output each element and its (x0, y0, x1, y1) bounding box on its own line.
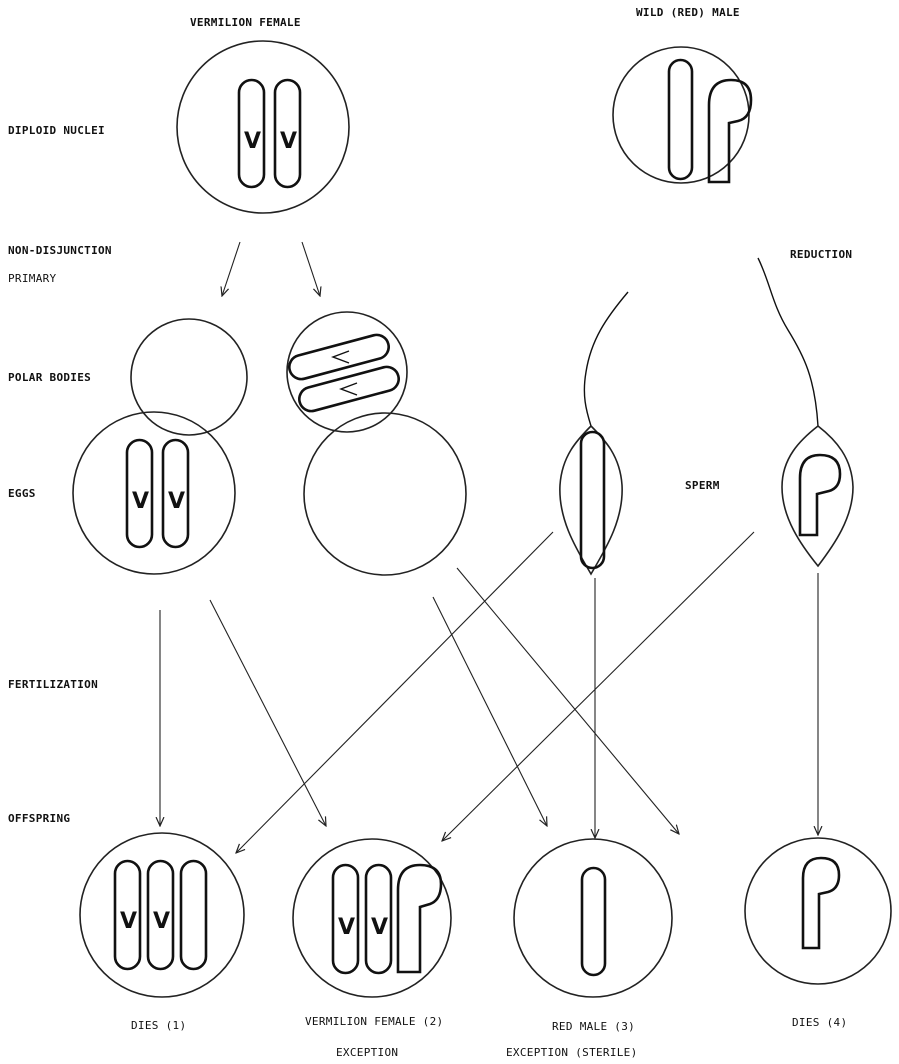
fertilization-arrow (442, 531, 755, 841)
v-allele-marker: V (371, 915, 388, 940)
offspring-2-cell: V V (292, 838, 452, 998)
egg-empty (303, 412, 467, 576)
egg-vv: V V (72, 411, 236, 575)
offspring-4-caption: DIES (4) (792, 1016, 847, 1029)
non-disjunction-arrow-left (222, 241, 241, 296)
sperm-y (757, 257, 854, 568)
y-chromosome (801, 856, 841, 950)
fertilization-arrow (236, 531, 554, 853)
v-allele-marker: V (244, 129, 261, 154)
fertilization-arrow (456, 567, 679, 834)
non-disjunction-arrow-right (301, 241, 320, 296)
fertilization-label: FERTILIZATION (8, 678, 98, 691)
fertilization-arrow (432, 596, 547, 826)
v-allele-marker: V (153, 909, 170, 934)
y-chromosome (707, 78, 753, 184)
v-allele-marker: V (120, 909, 137, 934)
wild-male-heading: WILD (RED) MALE (636, 6, 740, 19)
y-chromosome (798, 453, 842, 537)
sperm-label: SPERM (685, 479, 720, 492)
sperm-x (559, 291, 629, 576)
reduction-label: REDUCTION (790, 248, 852, 261)
y-chromosome (396, 863, 443, 974)
offspring-2-caption: VERMILION FEMALE (2) (305, 1015, 443, 1028)
offspring-3-cell (513, 838, 673, 998)
non-disjunction-label: NON-DISJUNCTION (8, 244, 112, 257)
v-allele-marker: V (132, 489, 149, 514)
male-diploid-cell (612, 46, 753, 184)
polar-body-vv (286, 311, 408, 433)
offspring-1-caption: DIES (1) (131, 1019, 186, 1032)
vermilion-female-heading: VERMILION FEMALE (190, 16, 301, 29)
offspring-label: OFFSPRING (8, 812, 70, 825)
offspring-3-subcaption: EXCEPTION (STERILE) (506, 1046, 638, 1059)
offspring-2-subcaption: EXCEPTION (336, 1046, 398, 1059)
primary-label: PRIMARY (8, 272, 57, 285)
offspring-1-cell: V V (79, 832, 245, 998)
offspring-4-cell (744, 837, 892, 985)
fertilization-arrow (209, 599, 326, 826)
v-allele-marker: V (338, 915, 355, 940)
polar-bodies-label: POLAR BODIES (8, 371, 91, 384)
eggs-label: EGGS (8, 487, 36, 500)
diploid-nuclei-label: DIPLOID NUCLEI (8, 124, 105, 137)
offspring-3-caption: RED MALE (3) (552, 1020, 635, 1033)
polar-body-empty (130, 318, 248, 436)
v-allele-marker: V (280, 129, 297, 154)
v-allele-marker: V (168, 489, 185, 514)
female-diploid-cell: V V (176, 40, 350, 214)
